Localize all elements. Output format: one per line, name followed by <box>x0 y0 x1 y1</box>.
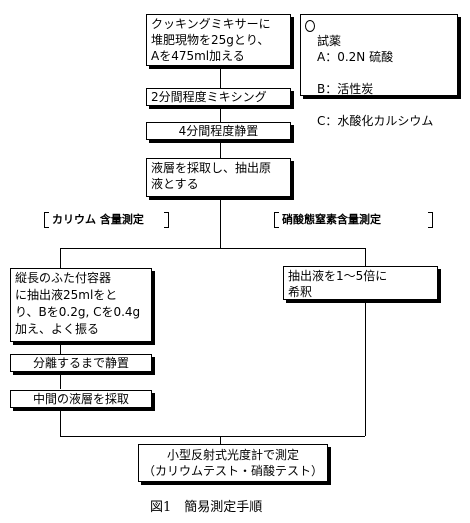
reagents-note: 試薬 A：0.2N 硫酸 B：活性炭 C：水酸化カルシウム <box>300 14 458 128</box>
note-curl-icon <box>305 20 315 32</box>
branch-split-line <box>60 248 365 249</box>
step-mixing: 2分間程度ミキシング <box>146 88 291 106</box>
step-collect: 液層を採取し、抽出原 液とする <box>146 158 291 197</box>
connector-2 <box>220 106 221 122</box>
step-middle-layer: 中間の液層を採取 <box>10 390 152 408</box>
reagents-title: 試薬 <box>317 34 342 48</box>
reagent-b: B：活性炭 <box>317 82 374 96</box>
right-branch-bracket-close <box>428 212 433 228</box>
reagent-c: C：水酸化カルシウム <box>317 114 434 128</box>
branch-right-drop <box>365 248 366 266</box>
connector-1 <box>220 66 221 88</box>
branch-label-potassium: カリウム 含量測定 <box>52 213 144 226</box>
reagent-a: A：0.2N 硫酸 <box>317 50 394 64</box>
step-dilute: 抽出液を1～5倍に 希釈 <box>283 266 438 300</box>
merge-drop <box>220 436 221 444</box>
figure-caption: 図1 簡易測定手順 <box>150 500 263 515</box>
step-rest: 4分間程度静置 <box>146 122 291 140</box>
connector-3 <box>220 140 221 158</box>
branch-left-drop <box>60 248 61 268</box>
left-branch-bracket-close <box>164 212 169 228</box>
step-potassium-prep: 縦長のふた付容器 に抽出液25mlをと り、Bを0.2g, Cを0.4g 加え、… <box>10 268 152 342</box>
connector-left-3 <box>60 408 61 436</box>
right-branch-bracket-open <box>274 212 279 228</box>
step-mix: クッキングミキサーに 堆肥現物を25gとり、 Aを475ml加える <box>146 14 291 66</box>
left-branch-bracket-open <box>44 212 49 228</box>
step-separate: 分離するまで静置 <box>10 354 152 372</box>
connector-left-1 <box>60 342 61 354</box>
connector-right-1 <box>365 300 366 436</box>
step-measure: 小型反射式光度計で測定 （カリウムテスト・硝酸テスト） <box>138 444 328 482</box>
merge-line <box>60 436 365 437</box>
branch-label-nitrate: 硝酸態窒素含量測定 <box>282 213 381 226</box>
connector-4 <box>220 197 221 248</box>
connector-left-2 <box>60 372 61 389</box>
